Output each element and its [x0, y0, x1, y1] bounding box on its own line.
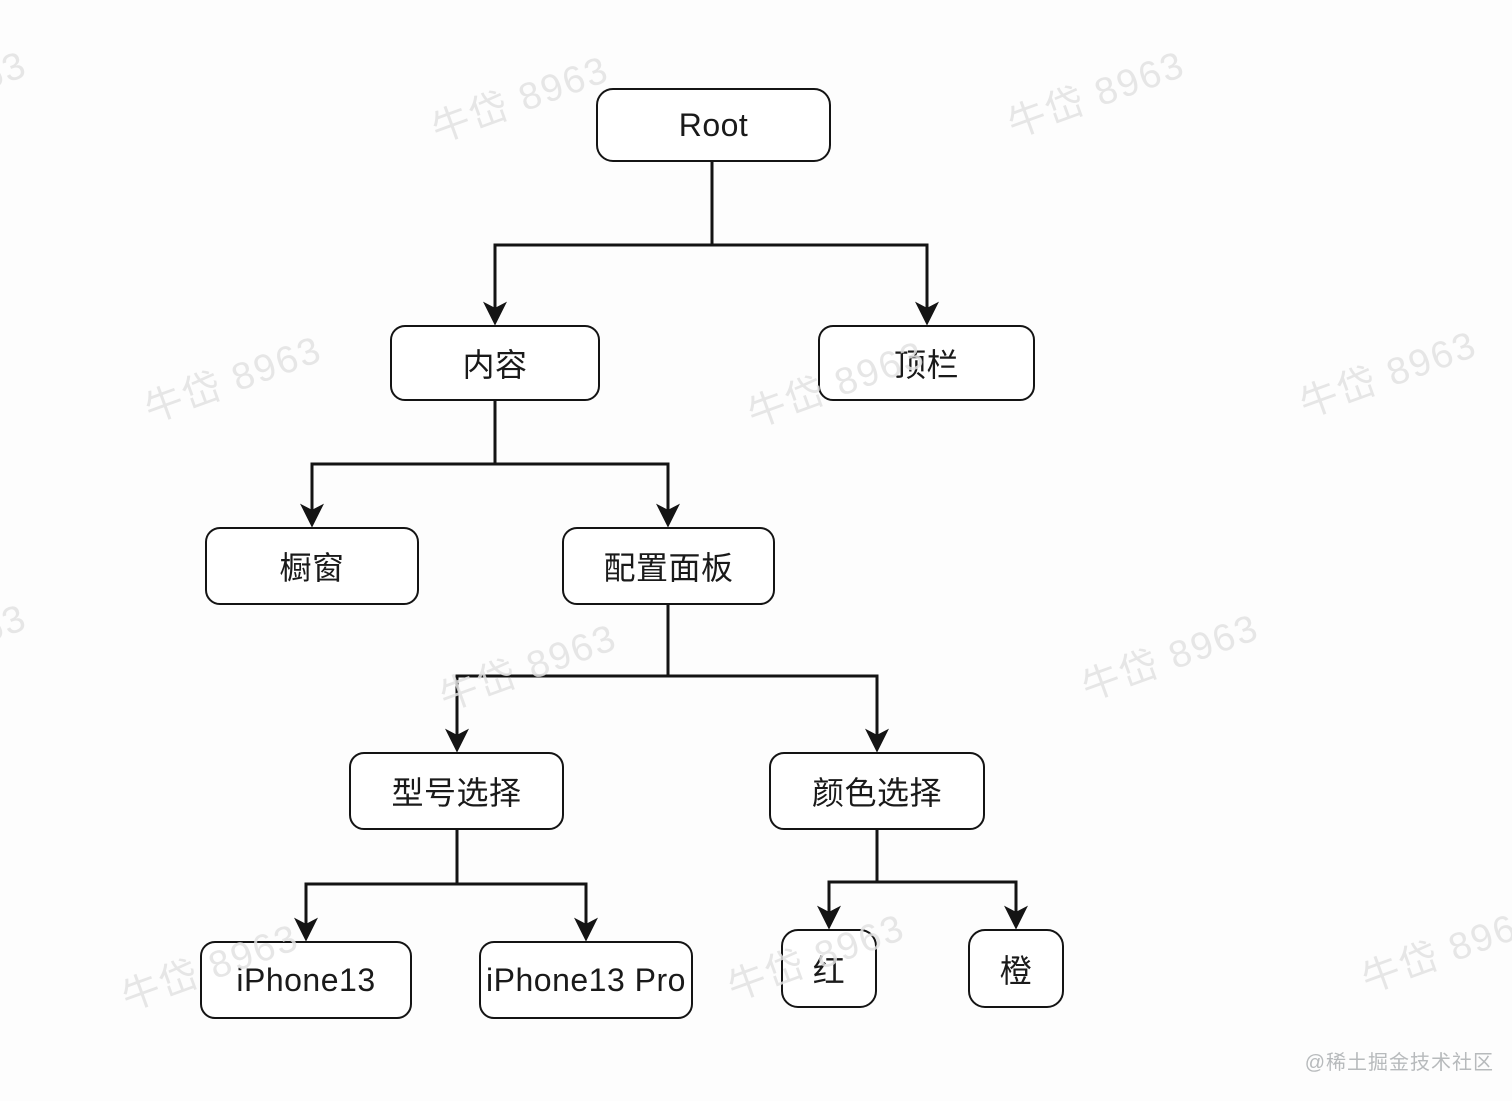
edge-root-topbar: [712, 243, 939, 326]
edge-modelselect-iphone13pro: [457, 882, 598, 942]
edge-root-content: [483, 162, 714, 326]
node-showcase: 橱窗: [205, 527, 419, 605]
node-root: Root: [596, 88, 831, 162]
node-content: 内容: [390, 325, 600, 401]
attribution-text: @稀土掘金技术社区: [1304, 1052, 1494, 1074]
node-iphone13: iPhone13: [200, 941, 412, 1019]
edge-content-configpanel: [495, 462, 680, 528]
node-red: 红: [781, 929, 877, 1008]
node-iphone13-pro: iPhone13 Pro: [479, 941, 693, 1019]
edge-colorselect-orange: [877, 880, 1028, 930]
edge-configpanel-colorselect: [668, 674, 889, 753]
edge-content-showcase: [300, 401, 497, 528]
node-orange: 橙: [968, 929, 1064, 1008]
edge-configpanel-modelselect: [445, 605, 670, 753]
node-topbar: 顶栏: [818, 325, 1035, 401]
node-model-select: 型号选择: [349, 752, 564, 830]
node-config-panel: 配置面板: [562, 527, 775, 605]
node-color-select: 颜色选择: [769, 752, 985, 830]
edge-colorselect-red: [817, 830, 879, 930]
edge-modelselect-iphone13: [294, 830, 459, 942]
